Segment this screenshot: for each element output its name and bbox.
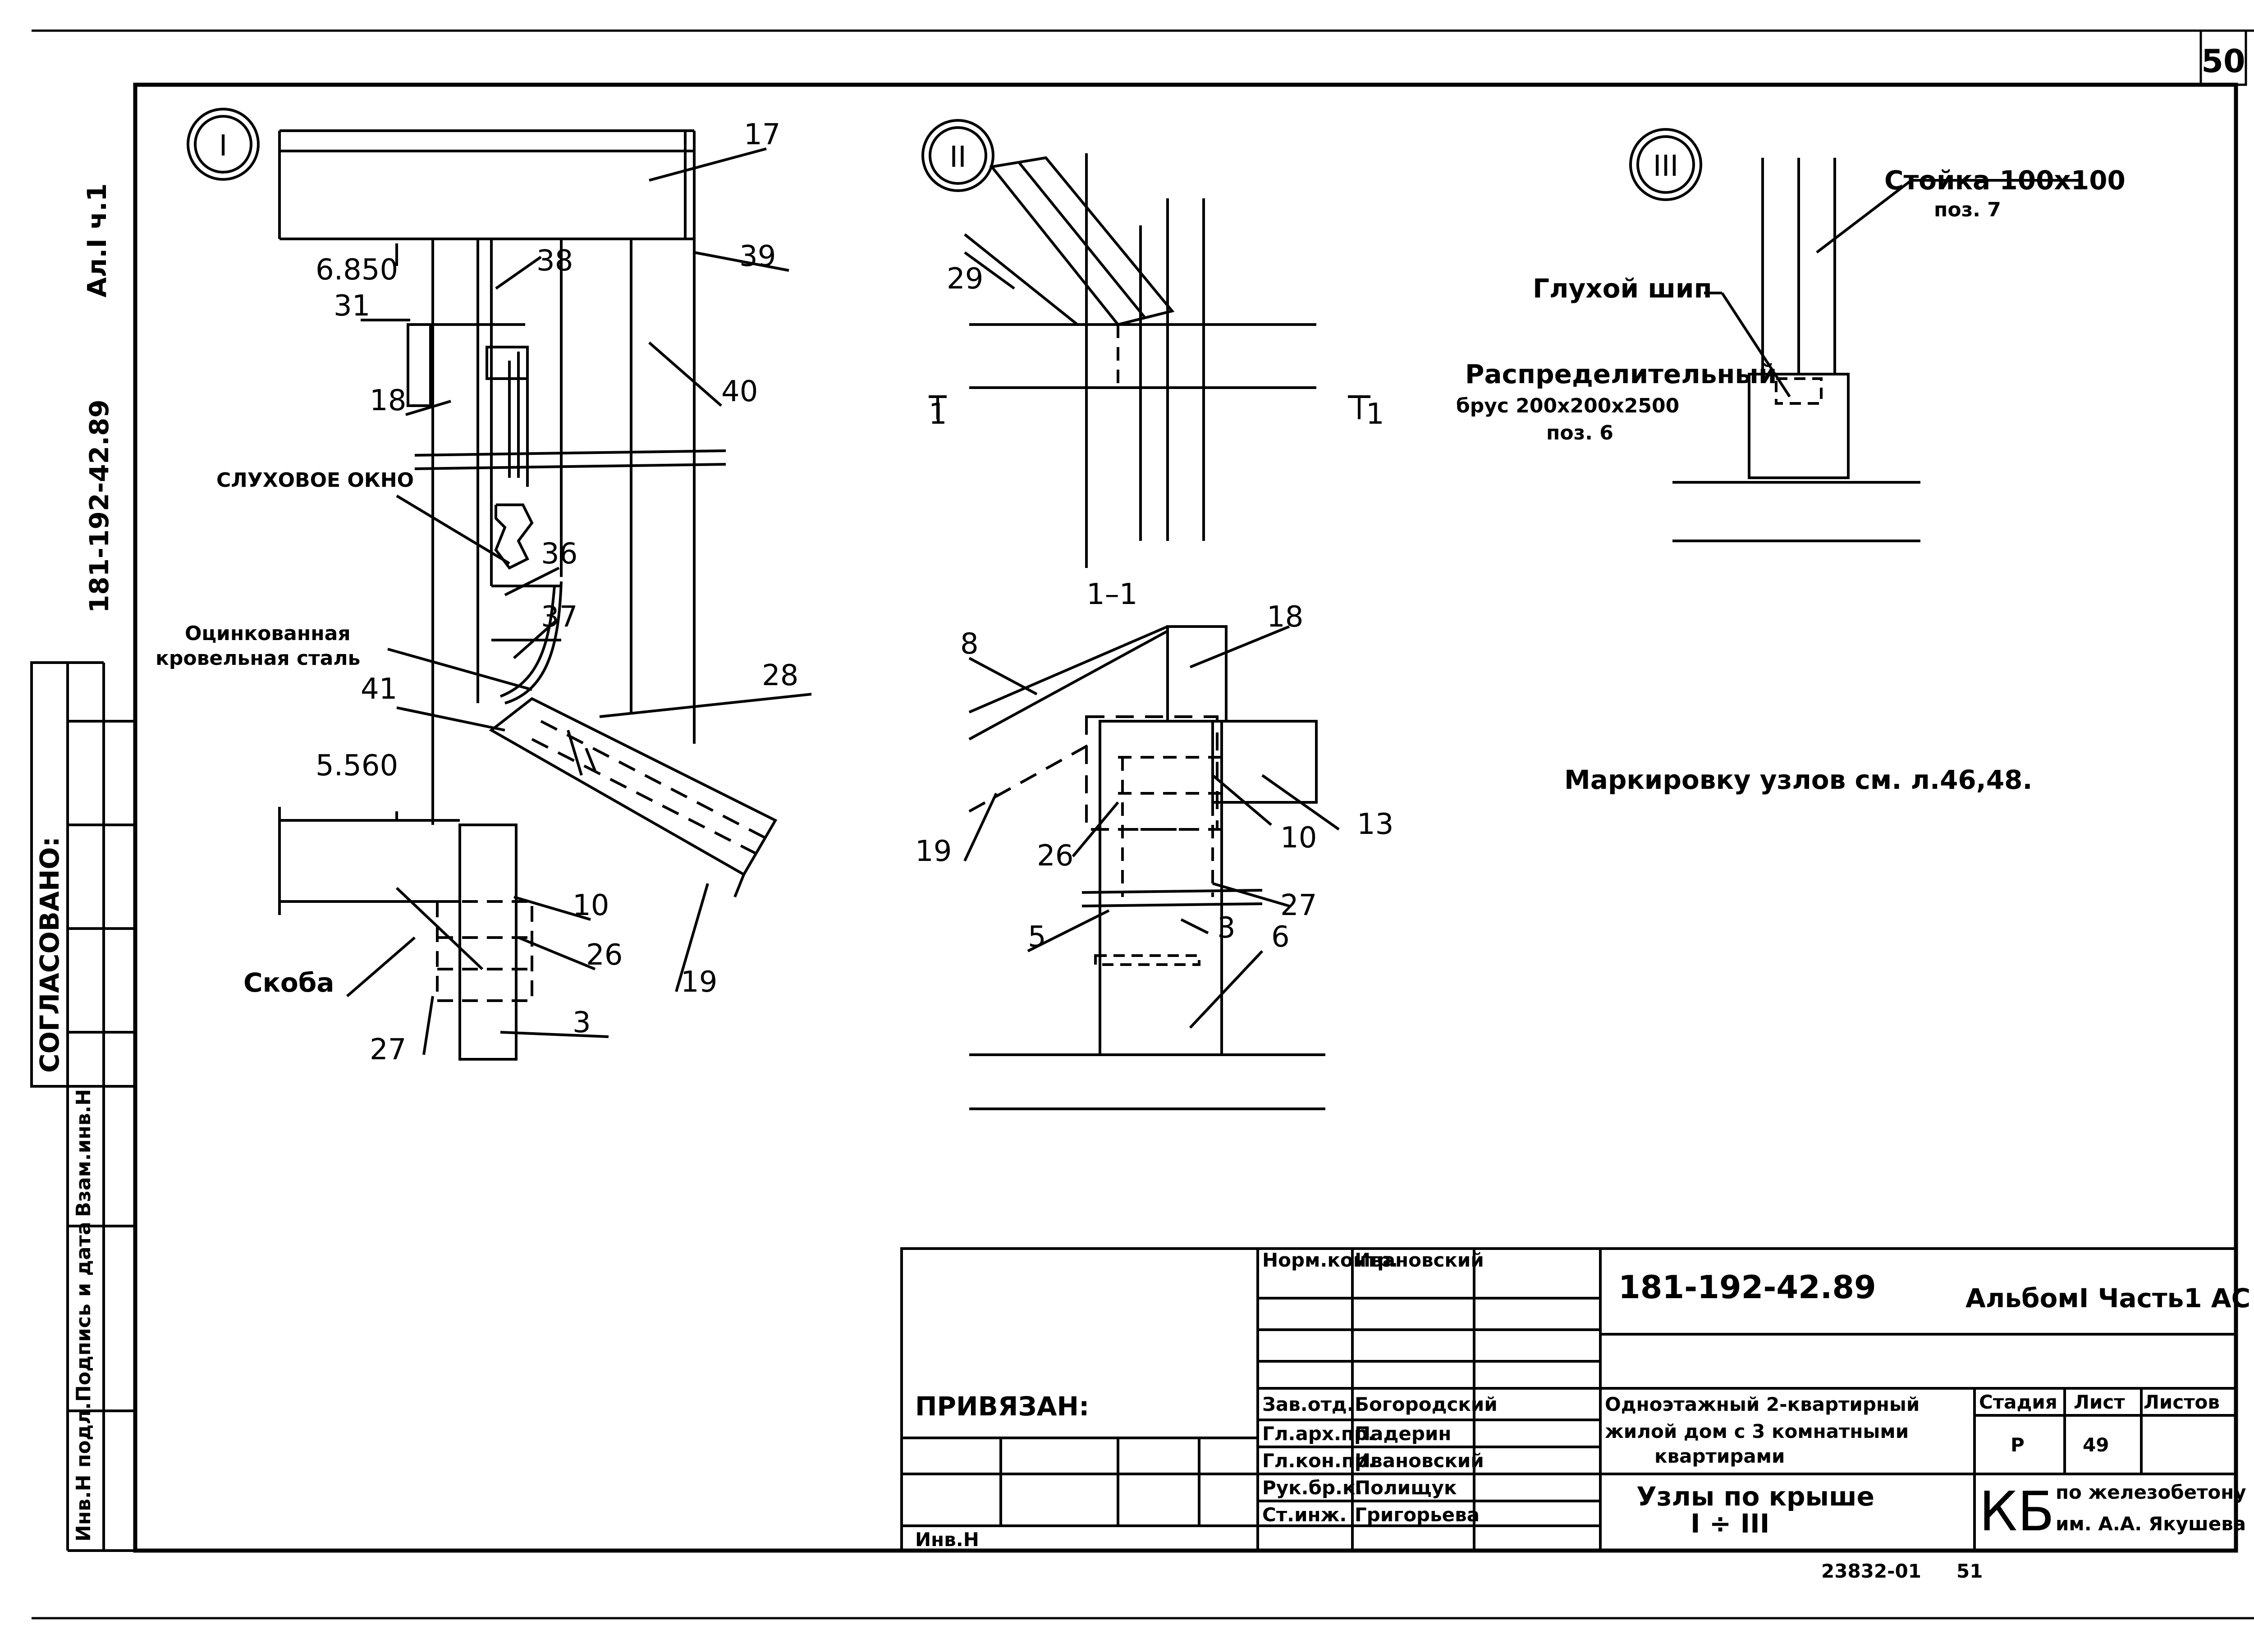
drawing-code: 181-192-42.89	[1618, 1269, 1876, 1306]
post-label-2: поз. 7	[1934, 198, 2001, 221]
label-40: 40	[721, 375, 758, 408]
tenon-label: Глухой шип	[1533, 273, 1712, 304]
inv-label: Инв.Н	[915, 1528, 979, 1551]
name-zav: Богородский	[1355, 1393, 1498, 1415]
label-8: 8	[960, 627, 979, 661]
sheet-value: 49	[2083, 1434, 2109, 1456]
subject-line-2: I ÷ III	[1690, 1508, 1769, 1539]
label-17: 17	[744, 118, 780, 151]
label-6: 6	[1271, 920, 1290, 954]
org-line-1: по железобетону	[2056, 1481, 2246, 1503]
label-3-ii: 3	[1217, 911, 1236, 945]
label-29: 29	[947, 262, 983, 296]
footer-code: 23832-01	[1821, 1560, 1921, 1582]
title-line-1: Одноэтажный 2-квартирный	[1605, 1393, 1920, 1415]
bracket-label: Скоба	[243, 967, 334, 998]
dormer-label: СЛУХОВОЕ ОКНО	[216, 469, 414, 492]
label-3: 3	[573, 1006, 591, 1039]
node-mark-2: II	[949, 141, 967, 174]
name-kon: Ивановский	[1355, 1450, 1484, 1472]
label-19-ii: 19	[915, 835, 952, 868]
sheet-header: Лист	[2074, 1391, 2125, 1413]
bound-label: ПРИВЯЗАН:	[915, 1391, 1089, 1422]
post-label-1: Стойка 100x100	[1884, 165, 2126, 196]
section-mark-left: 1	[929, 398, 947, 431]
label-19: 19	[681, 966, 717, 999]
side-album: Ал.I ч.1	[82, 183, 112, 297]
label-5: 5	[1028, 920, 1046, 954]
title-line-2: жилой дом с 3 комнатными	[1605, 1420, 1909, 1442]
role-ruk: Рук.бр.к.	[1262, 1477, 1362, 1499]
node-mark-3: III	[1653, 150, 1679, 183]
side-col-sign: Подпись и дата	[72, 1222, 95, 1402]
steel-label-1: Оцинкованная	[185, 622, 351, 645]
stage-value: Р	[2011, 1434, 2025, 1456]
beam-label-3: поз. 6	[1546, 421, 1613, 444]
section-title: 1–1	[1086, 578, 1137, 611]
beam-label-1: Распределительный	[1465, 359, 1777, 389]
label-18: 18	[370, 384, 406, 417]
title-line-3: квартирами	[1654, 1445, 1785, 1467]
label-18-ii: 18	[1267, 600, 1303, 634]
marking-note: Маркировку узлов см. л.46,48.	[1564, 764, 2033, 795]
label-36: 36	[541, 537, 577, 571]
page-number: 50	[2201, 43, 2245, 80]
role-kon: Гл.кон.пр.	[1262, 1450, 1375, 1472]
label-27: 27	[370, 1033, 406, 1066]
label-31: 31	[334, 289, 370, 323]
label-38: 38	[536, 244, 573, 278]
stage-header: Стадия	[1979, 1391, 2057, 1413]
sheets-header: Листов	[2144, 1391, 2220, 1413]
footer-number: 51	[1956, 1560, 1983, 1582]
org-logo: КБ	[1979, 1481, 2055, 1543]
label-37: 37	[541, 600, 577, 634]
name-arch: Падерин	[1355, 1423, 1451, 1445]
album-label: АльбомI Часть1 АС	[1965, 1283, 2250, 1313]
label-41: 41	[361, 673, 397, 706]
label-26-ii: 26	[1037, 839, 1073, 873]
label-10-ii: 10	[1280, 821, 1317, 855]
name-eng: Григорьева	[1355, 1504, 1480, 1526]
label-39: 39	[739, 240, 776, 273]
beam-label-2: брус 200x200x2500	[1456, 394, 1679, 417]
label-28: 28	[762, 659, 798, 692]
section-mark-right: 1	[1366, 398, 1384, 431]
steel-label-2: кровельная сталь	[156, 647, 360, 670]
label-26: 26	[586, 938, 623, 972]
label-10: 10	[573, 889, 609, 922]
name-ruk: Полищук	[1355, 1477, 1457, 1499]
name-norm: Ивановский	[1355, 1249, 1484, 1271]
role-arch: Гл.арх.пр.	[1262, 1423, 1375, 1445]
label-13: 13	[1357, 808, 1393, 841]
side-col-inv: Инв.Н подл.	[72, 1402, 95, 1542]
node-mark-1: I	[219, 129, 228, 163]
subject-line-1: Узлы по крыше	[1636, 1481, 1874, 1512]
agreed-label: СОГЛАСОВАНО:	[34, 837, 65, 1073]
label-27-ii: 27	[1280, 889, 1317, 922]
org-line-2: им. А.А. Якушева	[2056, 1513, 2246, 1535]
role-eng: Ст.инж.	[1262, 1504, 1347, 1526]
role-norm: Норм.контр.	[1262, 1249, 1398, 1271]
side-col-replace: Взам.инв.Н	[72, 1089, 95, 1217]
role-zav: Зав.отд.	[1262, 1393, 1354, 1415]
elevation-bottom: 5.560	[316, 749, 398, 783]
side-code: 181-192-42.89	[84, 399, 115, 613]
elevation-top: 6.850	[316, 253, 398, 287]
